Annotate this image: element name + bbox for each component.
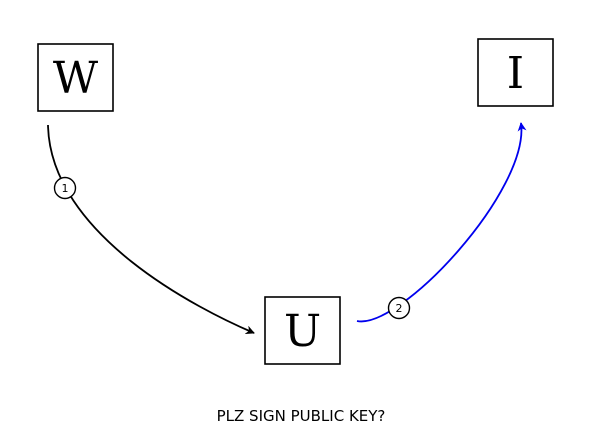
node-w-box [37, 43, 114, 112]
edge-w-to-u: 1 [47, 124, 255, 334]
node-i-box [477, 38, 554, 107]
edge-u-to-i: 2 [356, 122, 527, 323]
edge-u-to-i-arrow [356, 122, 527, 323]
node-i: I [477, 38, 554, 107]
edge-w-to-u-arrow [47, 124, 255, 334]
step-2-label: 2 [396, 302, 403, 315]
step-marker-2: 2 [387, 296, 411, 320]
step-1-label: 1 [62, 182, 69, 195]
diagram-caption: PLZ SIGN PUBLIC KEY? [217, 407, 386, 425]
node-u-box [264, 296, 341, 365]
node-w-label: W [53, 53, 99, 104]
node-w: W [37, 43, 114, 112]
step-marker-1: 1 [53, 176, 77, 200]
node-u: U [264, 296, 341, 365]
step-1-circle [53, 176, 77, 200]
node-u-label: U [284, 306, 321, 357]
node-i-label: I [507, 48, 524, 99]
step-2-circle [387, 296, 411, 320]
